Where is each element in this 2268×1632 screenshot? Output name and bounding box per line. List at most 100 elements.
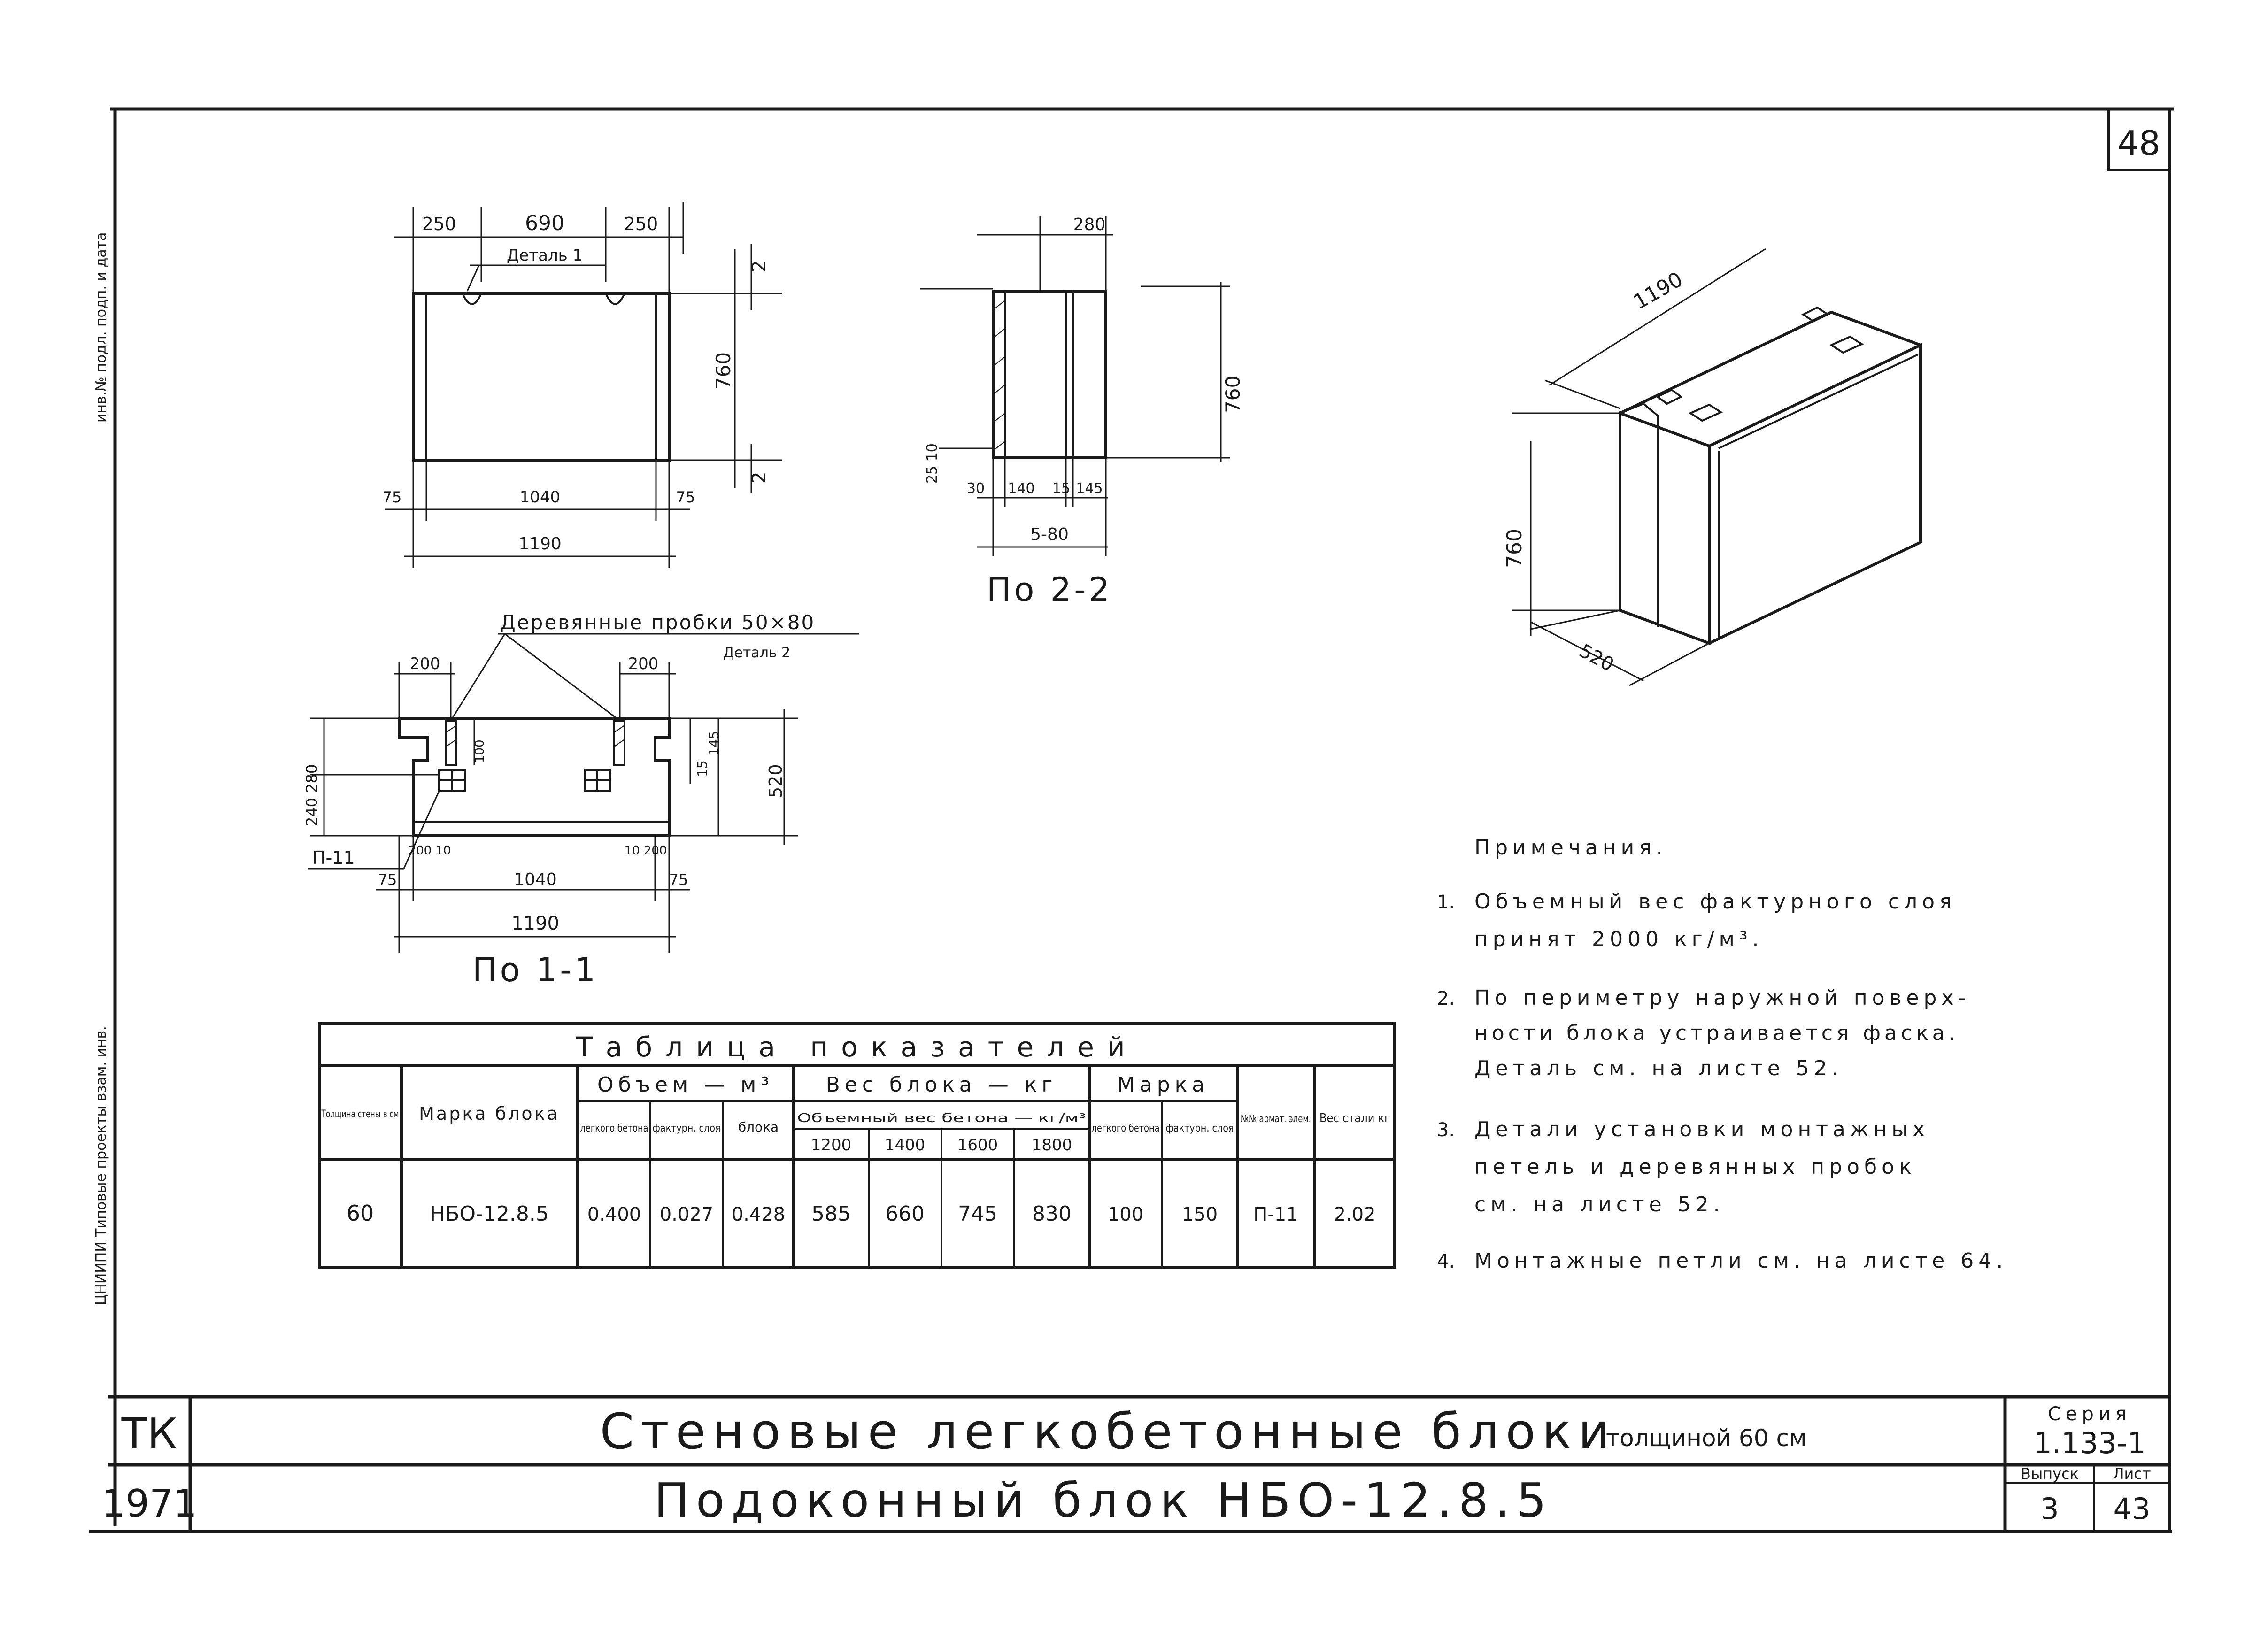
notes: Примечания. 1. Объемный вес фактурного с… [1437, 836, 2007, 1273]
iso-dim-depth: 520 [1575, 640, 1617, 676]
plan-dim-inner: 100 [473, 739, 487, 763]
sheet-title: Стеновые легкобетонные блоки [600, 1403, 1617, 1460]
plan-dim-small-2: 10 200 [625, 844, 667, 858]
note-3-line-2: петель и деревянных пробок [1474, 1155, 1916, 1179]
sheet-subtitle: Подоконный блок НБО-12.8.5 [654, 1473, 1553, 1528]
td-vol-block: 0.428 [732, 1204, 786, 1225]
front-dim-right-top: 2 [748, 261, 770, 272]
side-stamp-bottom: ЦНИИПИ Типовые проекты взам. инв. [93, 1026, 109, 1305]
front-dim-top-2: 690 [525, 211, 564, 235]
td-grade-facing: 150 [1182, 1204, 1218, 1225]
section-2-2: 280 760 25 10 30 140 15 145 5-80 По 2-2 [920, 215, 1244, 609]
th-wall: Толщина стены в см [321, 1109, 399, 1120]
series-value: 1.133-1 [2033, 1426, 2145, 1460]
sec2-dim-bottom: 5-80 [1030, 525, 1069, 544]
td-embed: П-11 [1253, 1204, 1298, 1225]
note-4-line-1: Монтажные петли см. на листе 64. [1474, 1249, 2007, 1273]
plan-detail-label: Деталь 2 [723, 645, 790, 661]
plan-dim-right-1: 145 [706, 731, 722, 756]
plan-view-1-1: Деревянные пробки 50×80 Деталь 2 200 200… [303, 611, 859, 989]
td-wall: 60 [347, 1201, 374, 1226]
iso-dim-height: 760 [1503, 529, 1527, 568]
note-2-line-2: ности блока устраивается фаска. [1474, 1021, 1959, 1045]
note-3-num: 3. [1437, 1119, 1455, 1141]
sec2-dim-side: 25 10 [924, 443, 941, 484]
td-w1800: 830 [1032, 1202, 1072, 1226]
th-embed: №№ армат. элем. [1241, 1113, 1311, 1125]
plan-dim-total: 1190 [511, 913, 559, 934]
td-w1600: 745 [958, 1202, 997, 1226]
issue-label: Выпуск [2021, 1465, 2079, 1483]
sheet-value: 43 [2114, 1492, 2151, 1526]
plan-dim-top-1: 200 [410, 654, 440, 673]
year: 1971 [101, 1482, 197, 1525]
note-3-line-1: Детали установки монтажных [1474, 1117, 1929, 1141]
th-weight-1400: 1400 [885, 1136, 926, 1155]
front-detail-label: Деталь 1 [507, 246, 583, 265]
notes-heading: Примечания. [1474, 836, 1667, 860]
sec2-dim-bottom-2: 140 [1008, 480, 1034, 497]
series-label: Серия [2048, 1403, 2131, 1425]
th-vol-facing: фактурн. слоя [653, 1123, 721, 1134]
th-grade-facing: фактурн. слоя [1166, 1123, 1234, 1134]
sec2-dim-bottom-1: 30 [967, 480, 985, 497]
plan-dim-bottom-3: 75 [669, 871, 688, 889]
plan-dim-bottom-1: 75 [378, 871, 397, 889]
td-grade-light: 100 [1108, 1204, 1143, 1225]
td-vol-light: 0.400 [587, 1204, 641, 1225]
th-weight-1200: 1200 [811, 1136, 852, 1155]
th-steel: Вес стали кг [1319, 1111, 1390, 1125]
org-code: ТК [121, 1409, 177, 1459]
td-vol-facing: 0.027 [660, 1204, 714, 1225]
sec2-dim-top: 280 [1073, 215, 1106, 234]
plan-dim-top-2: 200 [628, 654, 659, 673]
th-mark: Марка блока [419, 1103, 560, 1124]
plan-dim-depth: 520 [765, 764, 786, 798]
front-dim-right-bottom: 2 [748, 472, 770, 484]
front-dim-top-1: 250 [422, 214, 456, 234]
td-w1400: 660 [885, 1202, 925, 1226]
sec2-caption: По 2-2 [987, 570, 1112, 609]
issue-value: 3 [2040, 1492, 2059, 1526]
th-volume: Объем — м³ [597, 1073, 774, 1097]
sheet-number: 48 [2117, 123, 2160, 163]
note-1-num: 1. [1437, 892, 1455, 913]
plan-caption: По 1-1 [472, 951, 598, 989]
front-dim-top-3: 250 [624, 214, 658, 234]
sheet-title-suffix: толщиной 60 см [1606, 1424, 1807, 1452]
th-weight-sub: Объемный вес бетона — кг/м³ [797, 1111, 1086, 1125]
note-1-line-2: принят 2000 кг/м³. [1474, 927, 1763, 951]
note-1-line-1: Объемный вес фактурного слоя [1474, 890, 1957, 914]
sec2-dim-bottom-4: 145 [1076, 480, 1103, 497]
td-steel: 2.02 [1334, 1204, 1375, 1225]
note-2-num: 2. [1437, 988, 1455, 1009]
th-grade: Марка [1117, 1073, 1209, 1097]
isometric-view: 1190 760 520 [1503, 248, 1922, 686]
front-dim-total: 1190 [518, 534, 562, 554]
front-dim-bottom-1: 75 [383, 488, 402, 506]
sec2-dim-bottom-3: 15 [1052, 480, 1070, 497]
th-vol-light: легкого бетона [580, 1123, 648, 1134]
iso-dim-length: 1190 [1629, 267, 1687, 314]
plan-dim-bottom-2: 1040 [514, 870, 557, 889]
note-4-num: 4. [1437, 1251, 1455, 1272]
side-stamp-top: инв.№ подл. подп. и дата [93, 232, 109, 423]
th-grade-light: легкого бетона [1092, 1123, 1160, 1134]
plan-dim-left: 240 280 [303, 764, 321, 826]
td-mark: НБО-12.8.5 [430, 1202, 549, 1226]
plan-dim-small-1: 200 10 [409, 844, 451, 858]
side-stamp: инв.№ подл. подп. и дата ЦНИИПИ Типовые … [93, 232, 109, 1305]
front-dim-bottom-2: 1040 [520, 488, 561, 507]
sheet-frame [89, 107, 2174, 1533]
title-block: ТК 1971 Стеновые легкобетонные блоки тол… [101, 1395, 2169, 1532]
th-weight: Вес блока — кг [826, 1073, 1057, 1097]
indicators-table: Таблица показателей Толщина стены в см М… [318, 1022, 1396, 1269]
front-dim-bottom-3: 75 [676, 488, 695, 506]
front-view: 250 690 250 Деталь 1 2 760 2 75 1040 75 … [383, 202, 782, 568]
note-2-line-1: По периметру наружной поверх- [1474, 986, 1970, 1010]
note-3-line-3: см. на листе 52. [1474, 1193, 1725, 1216]
table-title: Таблица показателей [575, 1031, 1138, 1063]
sheet-label: Лист [2113, 1465, 2151, 1483]
note-2-line-3: Деталь см. на листе 52. [1474, 1056, 1843, 1080]
